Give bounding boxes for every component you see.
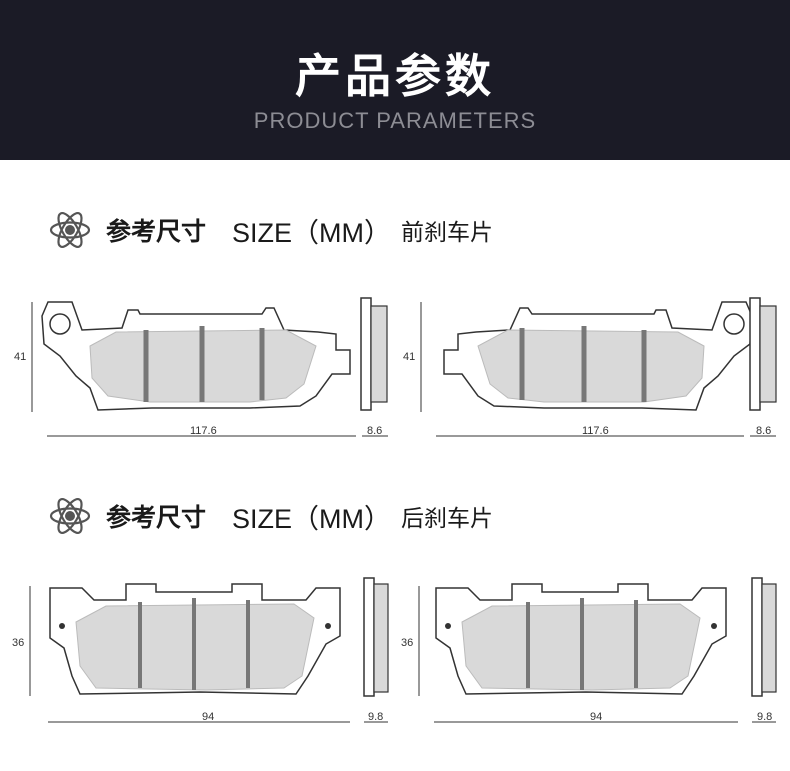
rear-thickness-dimension: 9.8: [368, 711, 383, 723]
rear-pad-right-side-view: [751, 577, 777, 697]
size-unit-label: SIZE（MM）: [232, 503, 392, 534]
front-length-dimension: 117.6: [190, 425, 217, 437]
header-banner: 产品参数 PRODUCT PARAMETERS: [0, 0, 790, 160]
rear-pad-diagram: 36 94 9.8 36 94 9.8: [12, 577, 777, 723]
atom-icon: [49, 498, 91, 534]
size-unit-label: SIZE（MM）: [232, 217, 392, 248]
reference-size-label: 参考尺寸: [106, 503, 207, 532]
atom-icon: [49, 212, 91, 248]
page-title: 产品参数: [295, 49, 495, 103]
rear-thickness-dimension: 9.8: [757, 711, 772, 723]
rear-pad-left-side-view: [363, 577, 389, 697]
front-dimension-lines: [31, 302, 776, 437]
pad-type-label: 后刹车片: [401, 506, 494, 532]
rear-height-dimension: 36: [12, 637, 24, 649]
rear-length-dimension: 94: [202, 711, 214, 723]
front-height-dimension: 41: [14, 351, 26, 363]
rear-pad-left: [49, 583, 341, 695]
front-pad-left-side-view: [360, 297, 388, 411]
front-length-dimension: 117.6: [582, 425, 609, 437]
front-pad-right: [443, 301, 753, 411]
reference-size-label: 参考尺寸: [106, 217, 207, 246]
front-thickness-dimension: 8.6: [367, 425, 382, 437]
front-thickness-dimension: 8.6: [756, 425, 771, 437]
page-subtitle: PRODUCT PARAMETERS: [253, 108, 537, 133]
rear-height-dimension: 36: [401, 637, 413, 649]
rear-pad-right: [435, 583, 727, 695]
rear-length-dimension: 94: [590, 711, 602, 723]
front-pad-left: [41, 301, 351, 411]
pad-type-label: 前刹车片: [401, 220, 494, 246]
rear-section-heading: 参考尺寸 SIZE（MM） 后刹车片: [48, 492, 493, 540]
front-pad-diagram: 41 117.6 8.6 41 117.6 8.6: [14, 297, 777, 437]
rear-dimension-lines: [29, 586, 776, 723]
front-section-heading: 参考尺寸 SIZE（MM） 前刹车片: [48, 206, 493, 254]
front-height-dimension: 41: [403, 351, 415, 363]
front-pad-right-side-view: [749, 297, 777, 411]
